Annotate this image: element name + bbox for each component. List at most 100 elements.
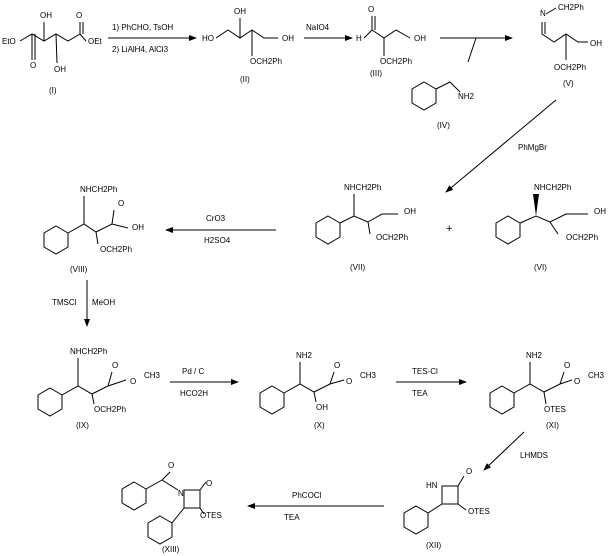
- X-ring: [259, 385, 285, 415]
- I-etO: EtO: [2, 37, 16, 46]
- label-XIII: (XIII): [162, 545, 180, 554]
- XIII-n: N: [178, 489, 184, 498]
- II-backbone: [215, 29, 278, 39]
- XIII-phenyl-ring: [147, 515, 173, 545]
- reagent-step6-a: Pd / C: [182, 367, 204, 376]
- compound-XIII: O N O OTES (XIII): [121, 461, 222, 554]
- compound-XII: HN O OTES (XII): [403, 467, 490, 550]
- compound-IX: NHCH2Ph O O CH3 OCH2Ph (IX): [37, 347, 161, 430]
- III-h: H: [356, 34, 362, 43]
- XI-ring: [489, 385, 515, 415]
- IX-backbone: [61, 379, 127, 396]
- XIII-otes: OTES: [200, 511, 222, 520]
- III-obn: OCH2Ph: [380, 57, 412, 66]
- XI-o-bond: [543, 391, 547, 405]
- reagent-step5-a: TMSCl: [52, 298, 77, 307]
- VII-o-bond: [367, 221, 371, 235]
- VII-backbone: [339, 213, 398, 224]
- X-o-bond: [313, 391, 317, 403]
- IV-nh2: NH2: [458, 92, 475, 101]
- VI-ring: [495, 215, 521, 245]
- II-ho: HO: [202, 34, 214, 43]
- XII-o: O: [466, 467, 472, 476]
- III-backbone: [363, 29, 411, 39]
- compound-VIII: NHCH2Ph O OH OCH2Ph (VIII): [43, 185, 144, 274]
- X-backbone: [283, 379, 345, 394]
- XIII-phenyl-bond: [171, 507, 185, 524]
- reagent-step6-b: HCO2H: [180, 389, 208, 398]
- I-oh-top: OH: [40, 11, 52, 20]
- XII-co: [457, 475, 465, 487]
- reagent-step9-b: TEA: [284, 513, 300, 522]
- VI-oh: OH: [594, 207, 606, 216]
- XII-otes: OTES: [468, 507, 490, 516]
- IX-o-ester: O: [130, 377, 136, 386]
- VIII-backbone: [67, 223, 129, 234]
- XII-hn: HN: [426, 481, 438, 490]
- V-obn: OCH2Ph: [554, 63, 586, 72]
- reagent-step1-b: 2) LiAlH4, AlCl3: [112, 45, 169, 54]
- XIII-co: [199, 481, 207, 491]
- arrow-grignard: [445, 99, 557, 193]
- VII-oh: OH: [404, 207, 416, 216]
- reagent-step2: NaIO4: [306, 23, 330, 32]
- VII-obn: OCH2Ph: [376, 233, 408, 242]
- I-o-left: O: [30, 61, 36, 70]
- reagent-step1-a: 1) PhCHO, TsOH: [112, 23, 173, 32]
- reagent-step5-b: MeOH: [92, 298, 115, 307]
- label-V: (V): [563, 79, 574, 88]
- label-I: (I): [49, 86, 57, 95]
- amine-pointer: [467, 37, 477, 63]
- reagent-step7-b: TEA: [412, 389, 428, 398]
- VII-ring: [315, 215, 341, 245]
- IX-o-carbonyl: O: [112, 361, 118, 370]
- XIII-benzoyl-bond: [145, 479, 163, 490]
- IV-ch2: [435, 81, 451, 90]
- IV-n-bond: [449, 81, 461, 93]
- X-oh: OH: [316, 403, 328, 412]
- I-oh-bond-bottom: [55, 33, 58, 64]
- VIII-obn: OCH2Ph: [100, 245, 132, 254]
- V-backbone: [541, 22, 588, 43]
- III-oh: OH: [414, 34, 426, 43]
- compound-XI: NH2 O O CH3 OTES (XI): [489, 351, 605, 430]
- V-n-ch2: [545, 7, 557, 15]
- label-VI: (VI): [534, 263, 547, 272]
- III-o: O: [368, 5, 374, 14]
- V-oh: OH: [590, 39, 602, 48]
- X-nh2: NH2: [296, 351, 313, 360]
- label-VIII: (VIII): [70, 265, 88, 274]
- VI-obn: OCH2Ph: [566, 233, 598, 242]
- IX-o-bond: [91, 393, 95, 405]
- XI-ch3: CH3: [588, 371, 605, 380]
- XII-ring: [403, 505, 429, 535]
- VIII-co: [111, 209, 115, 225]
- XIII-benzoyl-ring: [121, 481, 147, 511]
- label-XII: (XII): [426, 541, 441, 550]
- reagent-step4-a: CrO3: [206, 214, 226, 223]
- arrow-cyclization: [483, 431, 525, 471]
- VI-o-bond: [549, 221, 559, 235]
- II-oh-top: OH: [234, 7, 246, 16]
- XIII-o-benzoyl: O: [168, 461, 174, 470]
- XI-nh2: NH2: [526, 351, 543, 360]
- compound-VI: NHCH2Ph OH OCH2Ph (VI): [495, 183, 606, 272]
- label-X: (X): [314, 421, 325, 430]
- XI-o-ester: O: [574, 377, 580, 386]
- V-n: N: [540, 9, 546, 18]
- XIII-o-bond: [199, 507, 205, 515]
- compound-VII: NHCH2Ph OH OCH2Ph (VII): [315, 183, 416, 272]
- compound-II: HO OH OH OCH2Ph (II): [202, 7, 294, 84]
- reagent-step9-a: PhCOCl: [292, 491, 322, 500]
- XI-co: [559, 371, 565, 385]
- VIII-o-bond: [95, 231, 99, 245]
- XIII-benzoyl-co: [161, 471, 171, 481]
- VIII-o: O: [118, 199, 124, 208]
- label-VII: (VII): [350, 263, 365, 272]
- label-IV: (IV): [437, 121, 450, 130]
- reagent-step4-b: H2SO4: [204, 236, 231, 245]
- label-IX: (IX): [76, 421, 89, 430]
- plus-sign: +: [446, 223, 452, 235]
- IX-nhbn: NHCH2Ph: [70, 347, 107, 356]
